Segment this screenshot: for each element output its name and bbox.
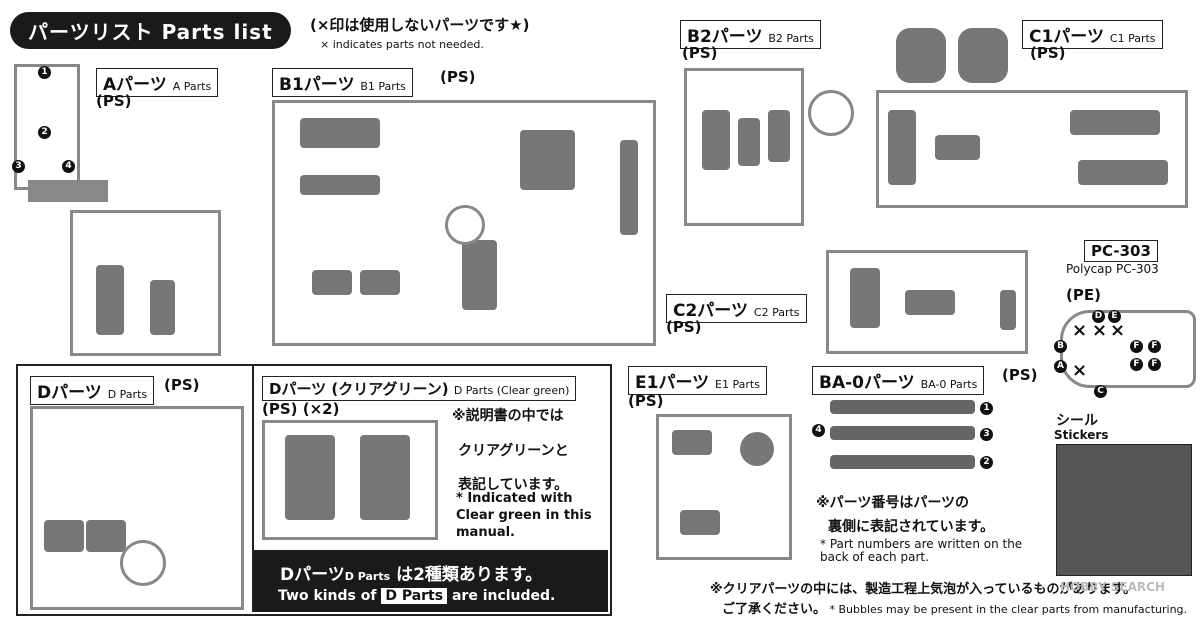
polycap-letter: F: [1148, 340, 1161, 353]
b1-part-shape: [620, 140, 638, 235]
pc-parts-label: PC-303: [1084, 240, 1158, 262]
b1-part-shape: [312, 270, 352, 295]
pc-parts-material: (PE): [1066, 286, 1101, 304]
polycap-letter: C: [1094, 385, 1107, 398]
d-clear-parts-label: Dパーツ (クリアグリーン) D Parts (Clear green): [262, 376, 577, 401]
polycap-letter: D: [1092, 310, 1105, 323]
header-note-jp: (×印は使用しないパーツです★): [310, 16, 530, 34]
clear-note-jp-3: 表記しています。: [458, 477, 569, 493]
e1-parts-label: E1パーツ E1 Parts: [628, 366, 767, 395]
clear-note-en: * Indicated with Clear green in this man…: [456, 491, 592, 540]
c1-part-shape: [1070, 110, 1160, 135]
d-parts-label: Dパーツ D Parts: [30, 376, 155, 405]
e1-part-shape: [672, 430, 712, 455]
partnum-note-jp-2: 裏側に表記されています。: [828, 519, 995, 535]
d-section-box: [16, 364, 612, 616]
d-parts-material: (PS): [164, 376, 200, 394]
polycap-letter: F: [1130, 358, 1143, 371]
d-kinds-en: Two kinds of D Parts are included.: [278, 588, 556, 604]
c1-part-shape: [888, 110, 916, 185]
d-clear-part-shape: [360, 435, 410, 520]
c1-part-shape: [935, 135, 980, 160]
clear-note-jp-2: クリアグリーンと: [458, 443, 569, 459]
polycap-x-mark: ×: [1110, 320, 1126, 341]
stickers-label: シール: [1056, 413, 1098, 429]
b2-part-shape: [768, 110, 790, 162]
c2-parts-material: (PS): [666, 318, 702, 336]
c2-parts-label: C2パーツ C2 Parts: [666, 294, 807, 323]
c2-part-shape: [850, 268, 880, 328]
c1-part-shape: [958, 28, 1008, 83]
b1-parts-label: B1パーツ B1 Parts: [272, 68, 413, 97]
b1-part-shape: [300, 118, 380, 148]
a-part-number: 4: [62, 160, 75, 173]
watermark: HOBBY SEARCH: [1060, 580, 1165, 594]
e1-part-shape: [740, 432, 774, 466]
c1-parts-runner: [876, 90, 1188, 208]
b1-part-shape: [360, 270, 400, 295]
b2-parts-material: (PS): [682, 44, 718, 62]
b1-runner-ring: [445, 205, 485, 245]
a-parts-gate: [28, 180, 108, 202]
c1-parts-label: C1パーツ C1 Parts: [1022, 20, 1163, 49]
ba0-part-number: 2: [980, 456, 993, 469]
b1-part-shape: [462, 240, 497, 310]
a-parts-label: Aパーツ A Parts: [96, 68, 219, 97]
page-title: パーツリスト Parts list: [10, 12, 291, 49]
clear-note-jp-1: ※説明書の中では: [452, 408, 564, 424]
c1-parts-material: (PS): [1030, 44, 1066, 62]
d-kinds-jp: DパーツD Parts は2種類あります。: [280, 565, 543, 585]
polycap-x-mark: ×: [1092, 320, 1108, 341]
d-clear-parts-material: (PS) (×2): [262, 400, 340, 418]
a-part-number: 1: [38, 66, 51, 79]
c2-part-shape: [905, 290, 955, 315]
polycap-x-mark: ×: [1072, 360, 1088, 381]
pc-parts-sub: Polycap PC-303: [1066, 262, 1159, 276]
a-part-shape: [96, 265, 124, 335]
ba0-parts-label: BA-0パーツ BA-0 Parts: [812, 366, 985, 395]
polycap-letter: F: [1148, 358, 1161, 371]
polycap-letter: E: [1108, 310, 1121, 323]
d-clear-part-shape: [285, 435, 335, 520]
a-parts-runner-lower: [70, 210, 221, 356]
b2-runner-ring: [808, 90, 854, 136]
b2-part-shape: [702, 110, 730, 170]
partnum-note-jp-1: ※パーツ番号はパーツの: [816, 495, 970, 511]
c1-part-shape: [896, 28, 946, 83]
ba0-part-number: 4: [812, 424, 825, 437]
b1-part-shape: [300, 175, 380, 195]
ba0-part-shape: [830, 426, 975, 440]
ba0-part-shape: [830, 400, 975, 414]
b2-part-shape: [738, 118, 760, 166]
d-part-shape: [86, 520, 126, 552]
c2-part-shape: [1000, 290, 1016, 330]
a-part-number: 3: [12, 160, 25, 173]
e1-parts-material: (PS): [628, 392, 664, 410]
ba0-part-number: 3: [980, 428, 993, 441]
bubble-note-line2: ご了承ください。 * Bubbles may be present in the…: [722, 602, 1188, 617]
b1-part-shape: [520, 130, 575, 190]
d-part-shape: [44, 520, 84, 552]
sticker-sheet: [1056, 444, 1192, 576]
e1-part-shape: [680, 510, 720, 535]
polycap-letter: B: [1054, 340, 1067, 353]
ba0-part-shape: [830, 455, 975, 469]
b1-parts-material: (PS): [440, 68, 476, 86]
b2-parts-label: B2パーツ B2 Parts: [680, 20, 821, 49]
d-runner-ring: [120, 540, 166, 586]
c1-part-shape: [1078, 160, 1168, 185]
a-parts-material: (PS): [96, 92, 132, 110]
polycap-x-mark: ×: [1072, 320, 1088, 341]
header-note-en: × indicates parts not needed.: [320, 38, 484, 51]
d-section-divider: [252, 364, 254, 612]
a-part-number: 2: [38, 126, 51, 139]
polycap-letter: A: [1054, 360, 1067, 373]
ba0-part-number: 1: [980, 402, 993, 415]
ba0-parts-material: (PS): [1002, 366, 1038, 384]
partnum-note-en: * Part numbers are written on the back o…: [820, 537, 1023, 564]
polycap-letter: F: [1130, 340, 1143, 353]
a-part-shape: [150, 280, 175, 335]
stickers-sub: Stickers: [1054, 428, 1109, 442]
bubble-note-jp-1: ※クリアパーツの中には、製造工程上気泡が入っているものがあります。: [710, 582, 1137, 597]
